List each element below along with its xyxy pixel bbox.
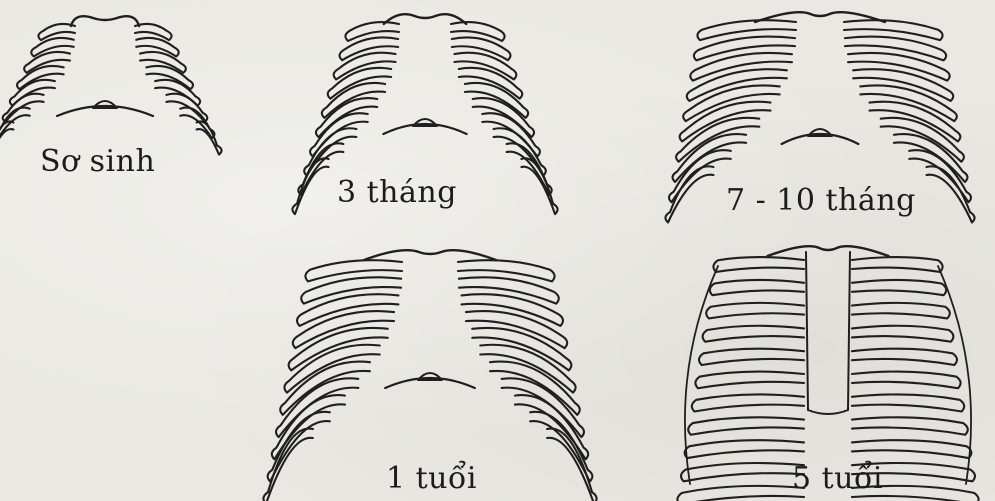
rib <box>688 417 804 434</box>
rib <box>852 303 950 319</box>
rib <box>480 345 575 393</box>
caption-newborn: Sơ sinh <box>40 147 155 177</box>
caption-three-months: 3 tháng <box>337 178 457 208</box>
rib <box>695 372 804 389</box>
rib <box>197 121 222 154</box>
sternum-left-edge <box>806 252 808 410</box>
rib <box>676 118 759 162</box>
rib <box>713 257 804 272</box>
rib <box>699 349 804 365</box>
rib <box>852 326 953 342</box>
caption-seven-ten-months: 7 - 10 tháng <box>726 186 916 216</box>
rib <box>852 372 961 389</box>
rib <box>852 257 943 272</box>
rib <box>852 280 946 295</box>
rib <box>454 53 516 80</box>
rib <box>852 349 957 365</box>
sternum-right-edge <box>848 252 850 410</box>
rib <box>677 486 804 501</box>
xiphoid-process <box>808 410 848 414</box>
rib <box>881 118 964 162</box>
rib <box>685 440 804 458</box>
rib <box>852 417 968 434</box>
caption-one-year: 1 tuổi <box>386 464 477 494</box>
rib <box>301 277 401 303</box>
rib <box>692 394 804 411</box>
rib <box>681 463 804 481</box>
rib <box>710 280 804 295</box>
rib <box>140 52 186 73</box>
rib <box>706 303 804 319</box>
rib <box>24 52 70 73</box>
clavicle-line <box>364 250 496 260</box>
rib <box>852 440 971 458</box>
rib-cage-newborn <box>0 16 222 154</box>
rib <box>694 37 795 61</box>
rib <box>334 53 396 80</box>
rib <box>284 345 379 393</box>
rib <box>845 37 946 61</box>
rib <box>459 277 559 303</box>
caption-five-years: 5 tuổi <box>792 464 883 494</box>
rib <box>852 394 964 411</box>
clavicle-line <box>768 246 889 256</box>
rib <box>703 326 804 342</box>
clavicle-line <box>71 16 139 26</box>
